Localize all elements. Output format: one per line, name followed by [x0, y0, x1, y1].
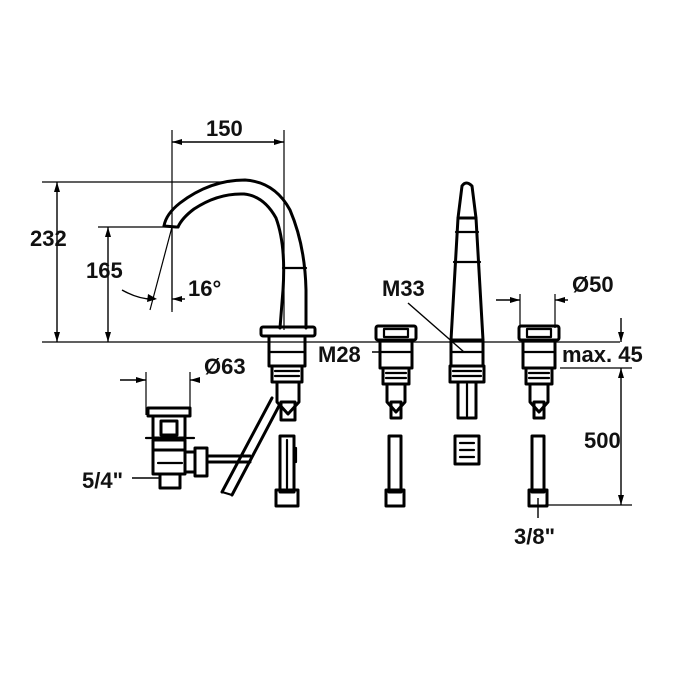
label-connection-5-4: 5/4" [82, 468, 123, 493]
dimension-labels: 150 232 165 16° Ø63 M28 M33 Ø50 max. 45 … [30, 116, 643, 549]
label-thread-m28: M28 [318, 342, 361, 367]
label-height-165: 165 [86, 258, 123, 283]
label-connection-3-8: 3/8" [514, 524, 555, 549]
right-valve [517, 324, 561, 508]
label-height-232: 232 [30, 226, 67, 251]
label-angle-16: 16° [188, 276, 221, 301]
label-max-45: max. 45 [562, 342, 643, 367]
label-diameter-63: Ø63 [204, 354, 246, 379]
spout-assembly [162, 178, 317, 508]
dimension-lines [42, 130, 632, 518]
popup-waste [144, 396, 282, 497]
center-mixer-lever [448, 181, 486, 466]
label-length-500: 500 [584, 428, 621, 453]
label-thread-m33: M33 [382, 276, 425, 301]
label-diameter-50: Ø50 [572, 272, 614, 297]
left-valve [374, 324, 418, 508]
label-width-150: 150 [206, 116, 243, 141]
